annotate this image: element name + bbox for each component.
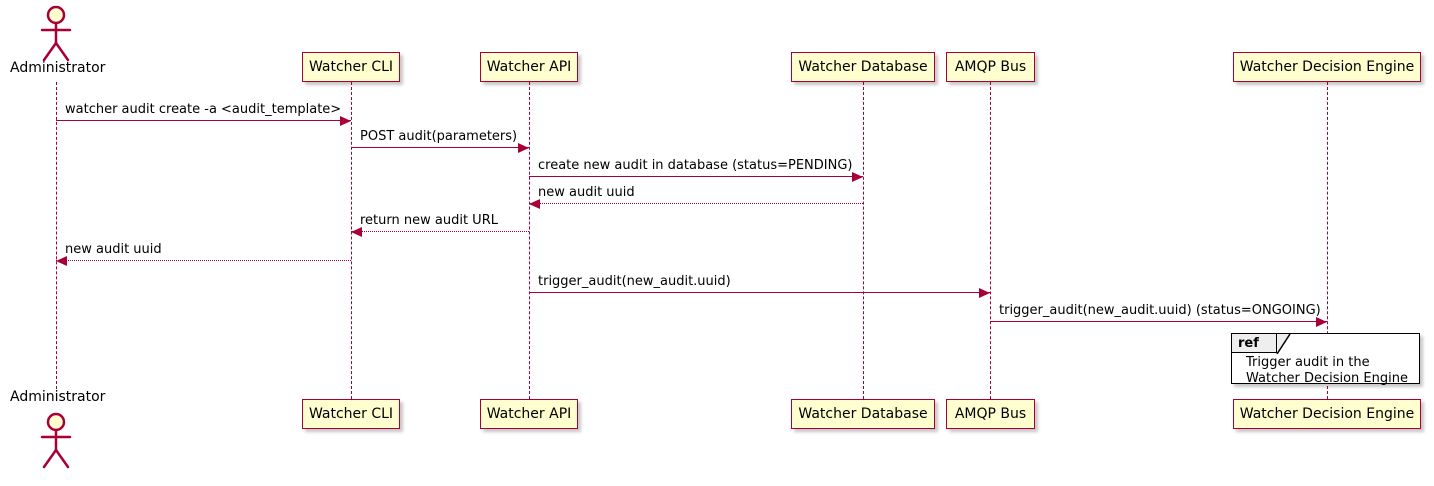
- lifeline-watcher-api: [529, 82, 530, 399]
- message-line-m2: [351, 147, 529, 148]
- message-label-m1: watcher audit create -a <audit_template>: [65, 102, 342, 117]
- message-label-m3: create new audit in database (status=PEN…: [538, 158, 853, 173]
- message-label-m7: trigger_audit(new_audit.uuid): [538, 274, 731, 289]
- participant-box-watcher-cli[interactable]: Watcher CLI: [302, 399, 400, 429]
- participant-box-watcher-cli[interactable]: Watcher CLI: [302, 52, 400, 82]
- message-arrowhead-m2: [518, 143, 529, 153]
- message-arrowhead-m3: [852, 172, 863, 182]
- participant-box-watcher-decision-engine[interactable]: Watcher Decision Engine: [1233, 399, 1421, 429]
- lifeline-watcher-database: [863, 82, 864, 399]
- actor-stick-figure-administrator: [34, 4, 78, 62]
- message-arrowhead-m6: [56, 256, 67, 266]
- message-arrowhead-m1: [340, 116, 351, 126]
- message-line-m6: [56, 260, 351, 261]
- lifeline-watcher-decision-engine: [1327, 82, 1328, 399]
- ref-fragment-tab-edge: [1276, 334, 1296, 354]
- actor-label-administrator: Administrator: [10, 60, 106, 76]
- message-label-m6: new audit uuid: [65, 242, 162, 257]
- participant-box-watcher-api[interactable]: Watcher API: [480, 52, 578, 82]
- participant-box-amqp-bus[interactable]: AMQP Bus: [946, 52, 1035, 82]
- message-line-m4: [529, 203, 863, 204]
- message-line-m5: [351, 231, 529, 232]
- message-line-m1: [56, 120, 351, 121]
- message-line-m3: [529, 176, 863, 177]
- ref-fragment-tab: ref: [1232, 334, 1277, 353]
- message-label-m2: POST audit(parameters): [360, 129, 518, 144]
- lifeline-watcher-cli: [351, 82, 352, 399]
- participant-box-watcher-database[interactable]: Watcher Database: [791, 52, 935, 82]
- message-line-m7: [529, 292, 990, 293]
- participant-box-watcher-decision-engine[interactable]: Watcher Decision Engine: [1233, 52, 1421, 82]
- message-arrowhead-m4: [529, 199, 540, 209]
- message-arrowhead-m5: [351, 227, 362, 237]
- message-label-m8: trigger_audit(new_audit.uuid) (status=ON…: [999, 303, 1321, 318]
- actor-stick-figure-administrator: [34, 411, 78, 469]
- message-label-m4: new audit uuid: [538, 185, 635, 200]
- lifeline-amqp-bus: [990, 82, 991, 399]
- message-arrowhead-m8: [1316, 317, 1327, 327]
- actor-label-administrator: Administrator: [10, 389, 106, 405]
- message-arrowhead-m7: [979, 288, 990, 298]
- message-line-m8: [990, 321, 1327, 322]
- message-label-m5: return new audit URL: [360, 213, 498, 228]
- lifeline-administrator: [56, 82, 57, 389]
- participant-box-amqp-bus[interactable]: AMQP Bus: [946, 399, 1035, 429]
- participant-box-watcher-api[interactable]: Watcher API: [480, 399, 578, 429]
- ref-fragment-text: Trigger audit in the Watcher Decision En…: [1246, 355, 1408, 386]
- participant-box-watcher-database[interactable]: Watcher Database: [791, 399, 935, 429]
